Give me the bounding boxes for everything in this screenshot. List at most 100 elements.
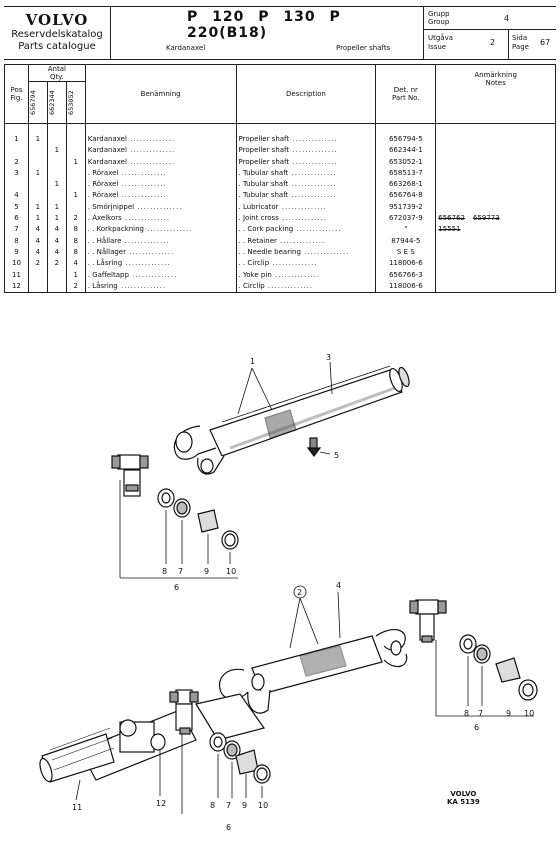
qty-cell: 1: [27, 134, 48, 146]
catalog-title-sv: Reservdelskatalog: [11, 29, 103, 40]
name-sv-cell: . . Nållager ..............: [84, 246, 237, 259]
pos-cell: 3: [4, 167, 29, 180]
partno-cell: 951739-2: [375, 201, 437, 214]
name-sv-cell: . Röraxel ..............: [84, 179, 237, 191]
description-cell: . . Cork packing ..............: [235, 224, 377, 236]
description-cell: . Circlip ..............: [235, 280, 377, 294]
name-sv-cell: . Gaffeltapp ..............: [84, 269, 237, 281]
page-header: VOLVO Reservdelskatalog Parts catalogue …: [4, 6, 556, 60]
notes-cell: [435, 179, 556, 191]
col-qty-2: 662344: [46, 81, 67, 124]
pos-cell: 6: [4, 213, 29, 225]
issue-value: 2: [490, 38, 496, 47]
qty-cell: 1: [27, 201, 48, 214]
group-value: 4: [504, 14, 510, 23]
top-leaders: [119, 361, 333, 579]
issue-label-en: Issue: [428, 43, 447, 51]
pos-cell: 7: [4, 224, 29, 236]
qty-cell: 4: [46, 235, 67, 247]
name-sv-cell: Kardanaxel ..............: [84, 145, 237, 157]
qty-cell: 1: [27, 213, 48, 225]
notes-cell: [435, 156, 556, 168]
figure-footer: VOLVO KA 5139: [447, 790, 480, 806]
description-cell: . . Retainer ..............: [235, 235, 377, 247]
partno-cell: S E S: [375, 246, 437, 259]
callout-number: 7: [178, 567, 183, 576]
qty-cell: [65, 145, 86, 157]
callout-number: 1: [250, 357, 255, 366]
pos-cell: 9: [4, 246, 29, 259]
bottom-right-cross: [409, 599, 538, 701]
pos-cell: 8: [4, 235, 29, 247]
qty-cell: [27, 145, 48, 157]
description-cell: Propeller shaft ..............: [235, 156, 377, 168]
qty-cell: [27, 156, 48, 168]
pos-cell: 11: [4, 269, 29, 281]
col-qty-3: 653052: [65, 81, 86, 124]
qty-cell: [46, 190, 67, 202]
notes-cell: [435, 258, 556, 270]
top-joint-cross: [111, 454, 239, 550]
col-qty-1: 656794: [27, 81, 48, 124]
partno-cell: ": [375, 224, 437, 236]
notes-cell: [435, 280, 556, 294]
callout-number: 8: [210, 801, 215, 810]
qty-cell: 8: [65, 224, 86, 236]
name-sv-cell: Kardanaxel ..............: [84, 156, 237, 168]
name-sv-cell: . . Hållare ..............: [84, 235, 237, 247]
callout-number: 10: [226, 567, 236, 576]
col-name-sv: Benämning: [84, 64, 237, 124]
name-sv-cell: . Låsring ..............: [84, 280, 237, 294]
callout-number: 10: [258, 801, 268, 810]
group-label-en: Group: [428, 18, 450, 26]
partno-cell: 656766-3: [375, 269, 437, 281]
qty-cell: [46, 156, 67, 168]
qty-cell: [46, 134, 67, 146]
qty-cell: 1: [65, 156, 86, 168]
notes-cell: [435, 201, 556, 214]
issue-label-sv: Utgåva: [428, 34, 454, 42]
callout-number: 7: [478, 709, 483, 718]
qty-cell: [65, 179, 86, 191]
qty-cell: 1: [65, 190, 86, 202]
name-sv-cell: Kardanaxel ..............: [84, 134, 237, 146]
qty-cell: 2: [27, 258, 48, 270]
bottom-shaft: [39, 628, 408, 783]
description-cell: . Lubricator ..............: [235, 201, 377, 214]
description-cell: . Yoke pin ..............: [235, 269, 377, 281]
partno-cell: 87944-5: [375, 235, 437, 247]
qty-cell: 2: [65, 213, 86, 225]
qty-cell: [65, 134, 86, 146]
section-title-sv: Kardanaxel: [166, 44, 206, 52]
qty-cell: [27, 190, 48, 202]
title-box: P 120 P 130 P 220(B18) Kardanaxel Propel…: [111, 7, 424, 59]
callout-number: 4: [336, 581, 341, 590]
partno-cell: 663268-1: [375, 179, 437, 191]
top-shaft: [173, 365, 410, 475]
qty-cell: [46, 167, 67, 180]
callout-number: 5: [334, 451, 339, 460]
name-sv-cell: . Smörjnippel ..............: [84, 201, 237, 214]
callout-number: 6: [226, 823, 231, 832]
qty-cell: 8: [65, 235, 86, 247]
page-value: 67: [540, 38, 551, 47]
catalog-title-en: Parts catalogue: [18, 41, 96, 52]
pos-cell: 10: [4, 258, 29, 270]
name-sv-cell: . Röraxel ..............: [84, 167, 237, 180]
description-cell: Propeller shaft ..............: [235, 134, 377, 146]
description-cell: Propeller shaft ..............: [235, 145, 377, 157]
callout-number: 3: [326, 353, 331, 362]
partno-cell: 662344-1: [375, 145, 437, 157]
table-row: 1. Röraxel ............... Tubular shaft…: [4, 179, 556, 191]
qty-cell: 1: [27, 167, 48, 180]
pos-cell: [4, 145, 29, 157]
